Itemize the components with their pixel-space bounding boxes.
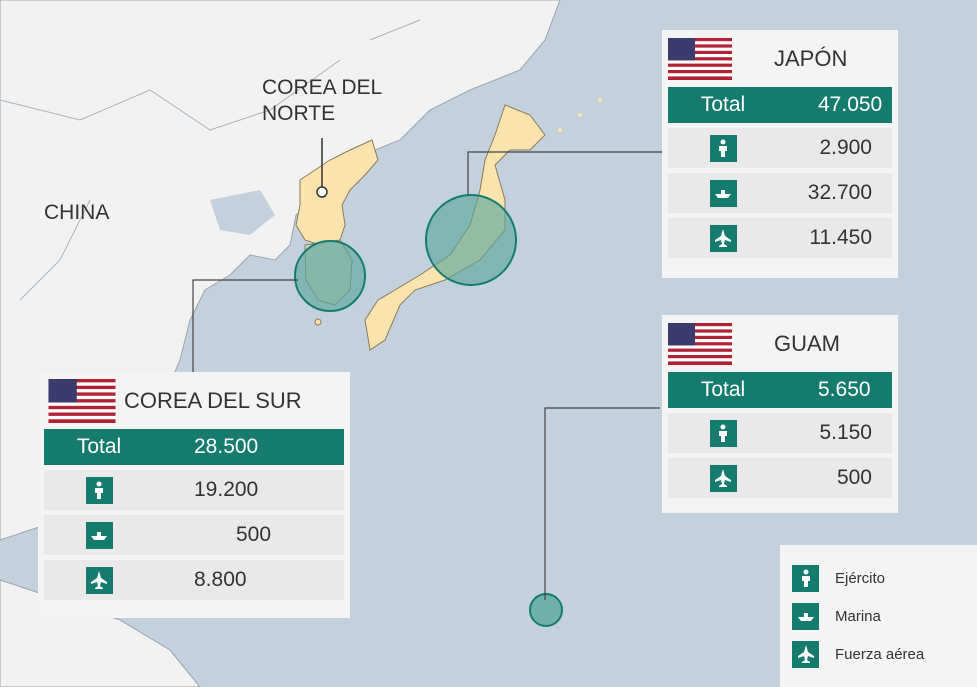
navy-value: 32.700 [807,181,872,204]
panel-south-korea-header: COREA DEL SUR [44,378,344,424]
south-korea-base-circle [294,240,366,312]
legend-item-navy: Marina [792,597,977,635]
panel-guam-title: GUAM [774,331,840,356]
island-dot [314,318,322,326]
jet-icon [85,566,113,594]
panel-guam: GUAM Total 5.650 5.150 500 [662,315,898,513]
south-korea-leader-line [192,279,298,375]
panel-guam-air-row: 500 [668,458,892,498]
jet-icon [709,224,737,252]
total-value: 5.650 [818,378,871,401]
air-value: 500 [836,466,872,489]
panel-south-korea-title: COREA DEL SUR [124,388,302,413]
jet-icon [709,464,737,492]
panel-guam-army-row: 5.150 [668,413,892,453]
label-china: CHINA [44,201,110,224]
pyongyang-marker [316,186,328,198]
ship-icon [85,521,113,549]
total-label: Total [700,378,746,401]
panel-japan-header: JAPÓN [668,36,892,82]
panel-south-korea: COREA DEL SUR Total 28.500 19.200 500 8.… [38,372,350,618]
panel-japan-title: JAPÓN [774,46,848,71]
panel-south-korea-air-row: 8.800 [44,560,344,600]
total-label: Total [700,93,746,116]
soldier-icon [709,134,737,162]
ship-icon [709,179,737,207]
legend-item-air: Fuerza aérea [792,635,977,673]
air-value: 8.800 [194,568,247,591]
soldier-icon [792,564,819,592]
ship-icon [792,602,819,630]
border-lines [0,19,421,301]
us-flag-icon [668,323,732,365]
panel-japan-army-row: 2.900 [668,128,892,168]
island-dot [578,113,582,117]
label-north-korea: COREA DEL NORTE [262,76,383,125]
us-flag-icon [668,38,732,80]
navy-value: 500 [236,523,272,546]
total-label: Total [76,435,122,458]
panel-guam-total-row: Total 5.650 [668,372,892,408]
panel-japan-total-row: Total 47.050 [668,87,892,123]
total-value: 47.050 [818,93,883,116]
guam-base-circle [529,593,563,627]
legend-label-army: Ejército [835,569,886,587]
panel-south-korea-navy-row: 500 [44,515,344,555]
guam-leader-line [544,407,660,600]
japan-base-circle [425,194,517,286]
japan-leader-line [467,151,662,195]
us-flag-icon [48,379,116,423]
panel-japan-air-row: 11.450 [668,218,892,258]
legend-label-air: Fuerza aérea [835,645,925,663]
air-value: 11.450 [809,226,872,249]
soldier-icon [85,476,113,504]
panel-south-korea-total-row: Total 28.500 [44,429,344,465]
island-dot [558,128,562,132]
island-dot [598,98,602,102]
panel-japan-navy-row: 32.700 [668,173,892,213]
jet-icon [792,640,819,668]
panel-japan: JAPÓN Total 47.050 2.900 32.700 11.450 [662,30,898,278]
soldier-icon [709,419,737,447]
north-korea-shape [295,139,379,246]
army-value: 5.150 [819,421,872,444]
army-value: 19.200 [194,478,259,501]
army-value: 2.900 [819,136,872,159]
total-value: 28.500 [194,435,259,458]
panel-guam-header: GUAM [668,321,892,367]
panel-south-korea-army-row: 19.200 [44,470,344,510]
legend-item-army: Ejército [792,559,977,597]
legend-label-navy: Marina [835,607,881,625]
legend: Ejército Marina Fuerza aérea [780,545,977,687]
bohai-sea [210,190,275,235]
